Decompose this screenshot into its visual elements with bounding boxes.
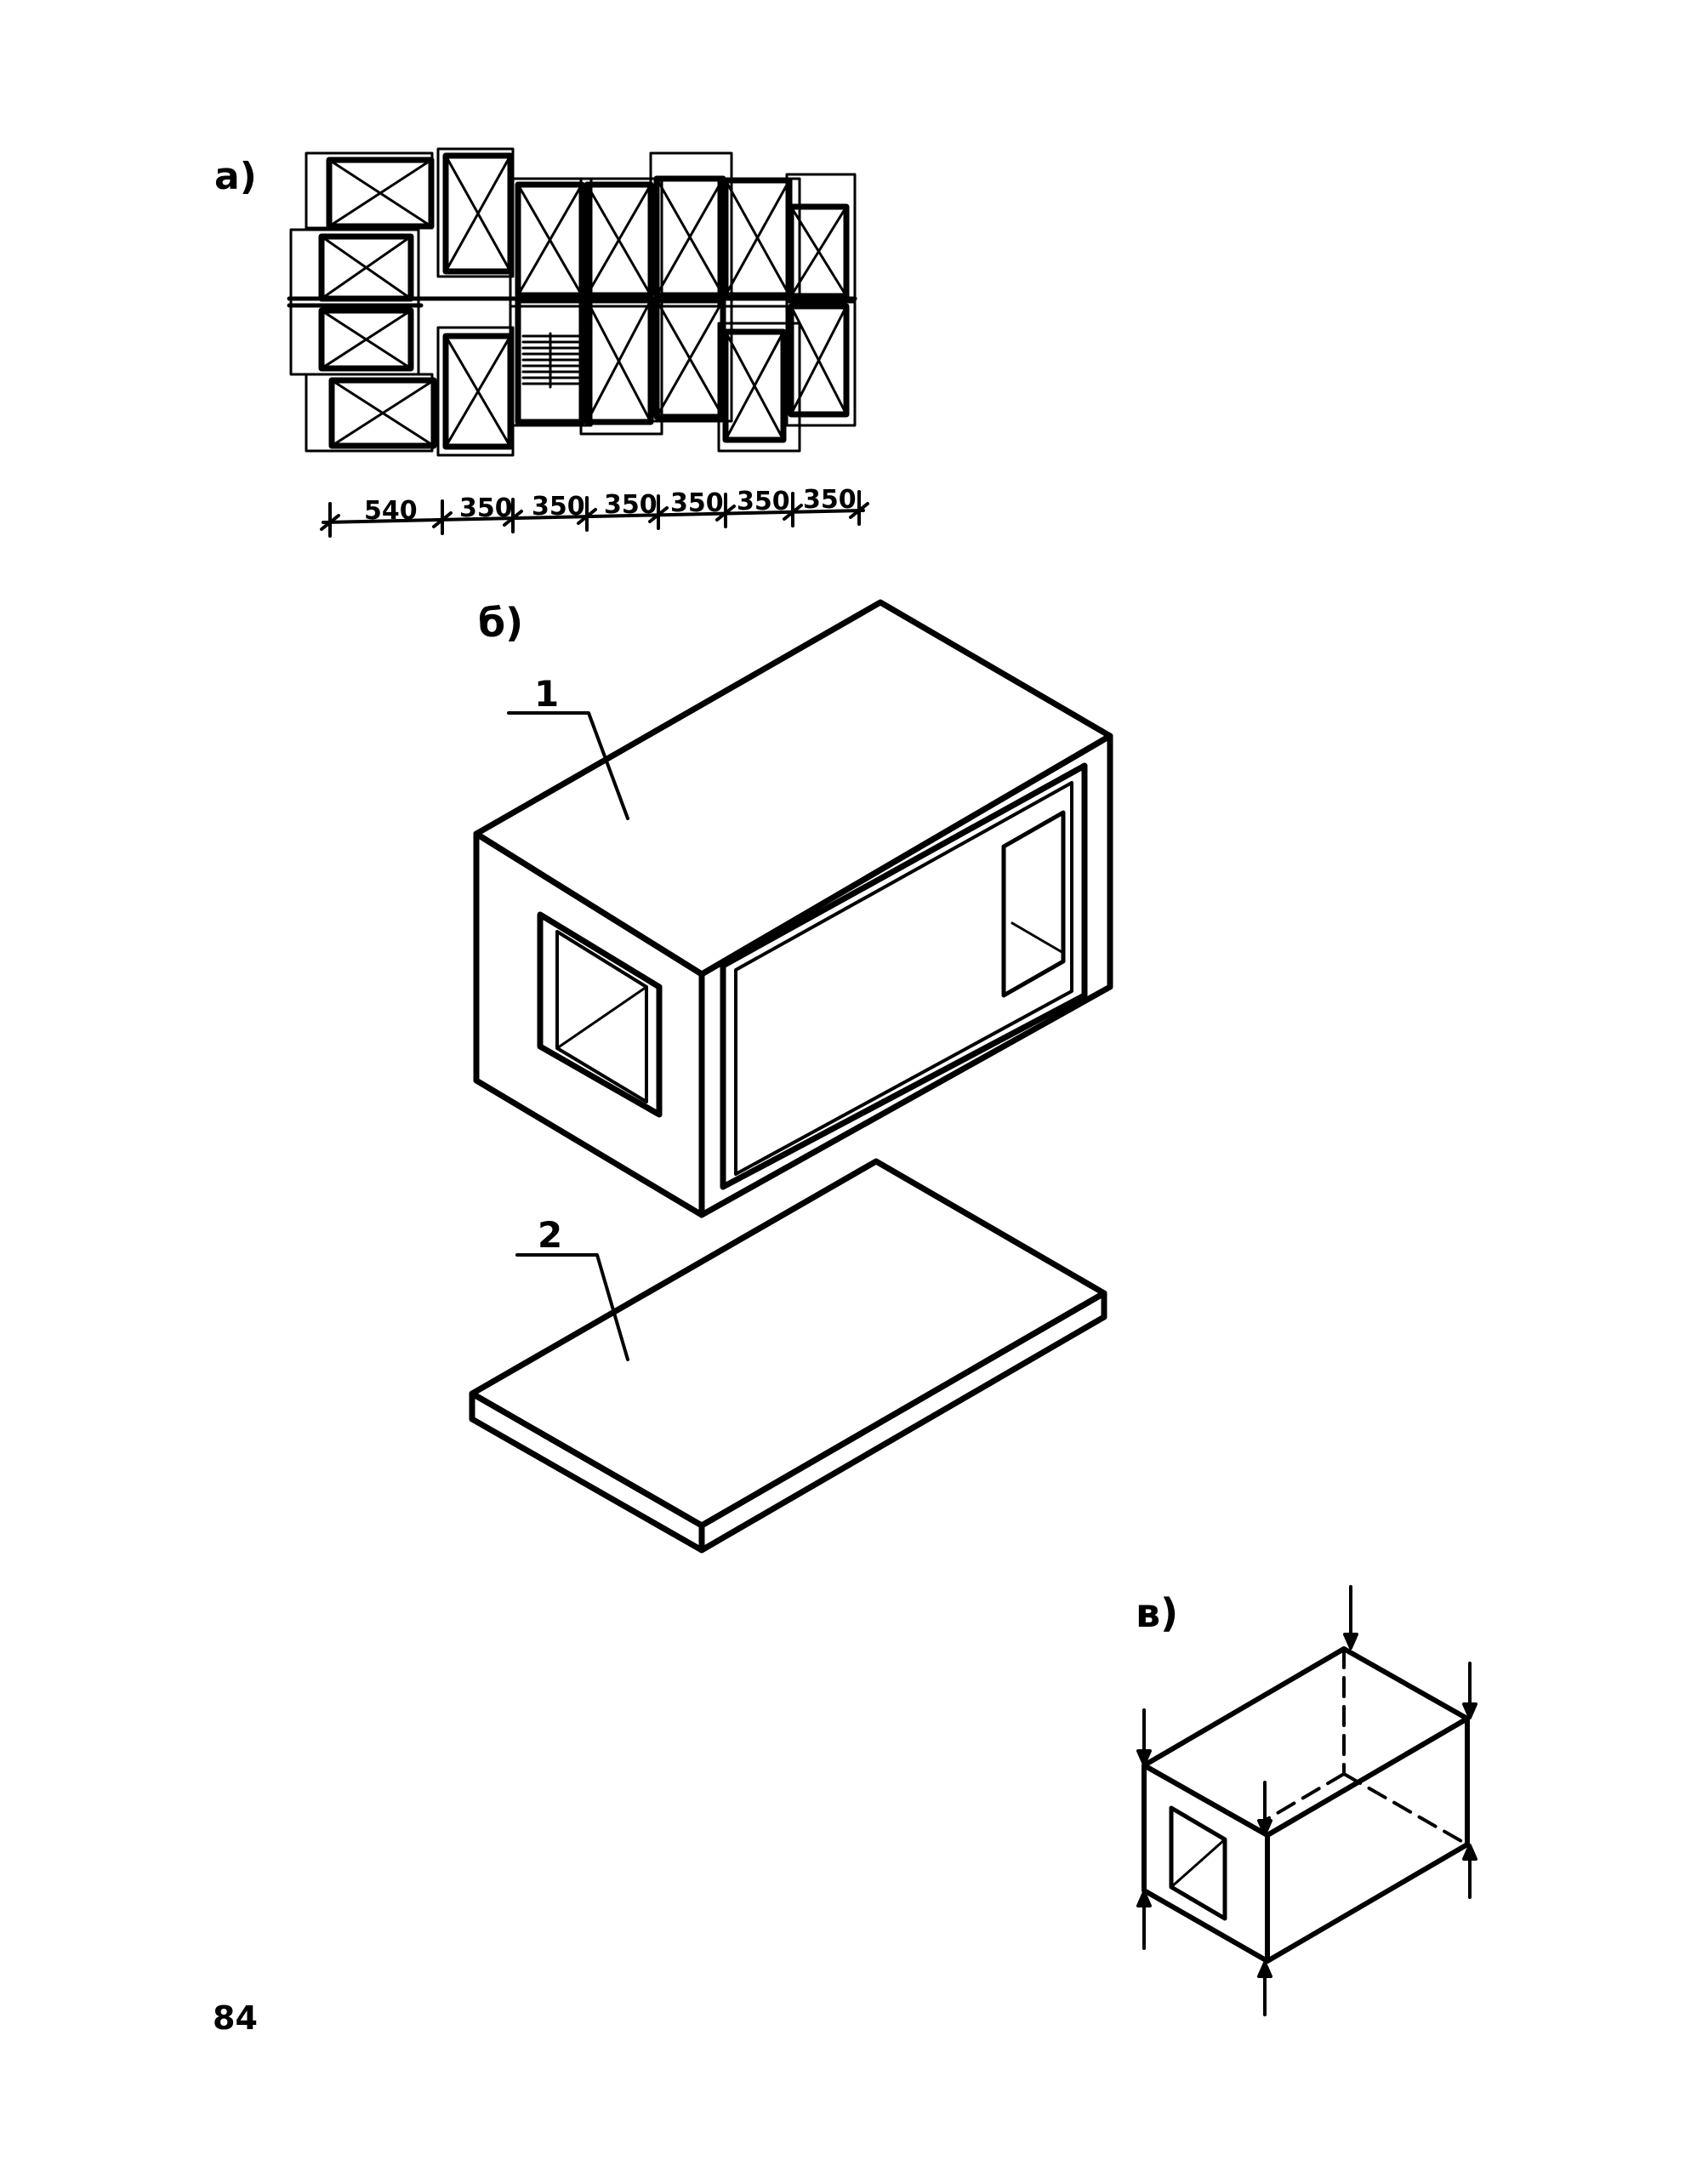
- panel-c-label: в): [1136, 1590, 1178, 1636]
- slab-side-edge: [698, 1290, 1107, 1554]
- panel-b-label: б): [478, 600, 523, 646]
- plan-axis-lines: [287, 296, 857, 308]
- dim-label-4: 350: [604, 490, 658, 520]
- panel-c-support-scheme: в): [1136, 1585, 1477, 2016]
- plan-module-crosses: [320, 154, 848, 448]
- dim-label-7: 350: [803, 485, 857, 515]
- page-number: 84: [213, 1999, 258, 2037]
- plan-dimension-chain: 540 350 350 350 350 350 350: [320, 485, 869, 538]
- side-door-opening: [1001, 810, 1066, 998]
- support-arrows-up: [1136, 1844, 1477, 2016]
- callouts: [507, 711, 629, 1361]
- callout-1: 1: [534, 673, 559, 715]
- dim-label-1: 540: [364, 496, 418, 526]
- callout-leader-2: [515, 1253, 629, 1361]
- floor-slab: [469, 1158, 1107, 1554]
- module-side-face: [698, 733, 1113, 1218]
- plan-modules: [318, 152, 850, 450]
- end-window-opening: [537, 911, 663, 1118]
- scheme-window: [1169, 1805, 1227, 1921]
- dim-label-3: 350: [532, 492, 585, 522]
- slab-front-edge: [469, 1390, 705, 1554]
- dim-label-6: 350: [737, 487, 790, 516]
- scheme-box: [1142, 1646, 1470, 1964]
- module-end-face: [473, 830, 705, 1218]
- volumetric-module: [473, 599, 1113, 1218]
- callout-leader-1: [507, 711, 629, 820]
- plan-staircase: [521, 332, 580, 389]
- dim-label-5: 350: [670, 488, 724, 518]
- side-large-opening: [720, 762, 1088, 1190]
- panel-b-isometric: б) 1 2: [469, 599, 1113, 1554]
- load-arrows-down: [1136, 1585, 1477, 1836]
- callout-2: 2: [538, 1214, 562, 1256]
- panel-a-label: а): [214, 155, 257, 198]
- dim-label-2: 350: [459, 493, 513, 523]
- panel-a-floor-plan: а): [214, 147, 869, 538]
- scheme-hidden-edges: [1266, 1647, 1469, 1846]
